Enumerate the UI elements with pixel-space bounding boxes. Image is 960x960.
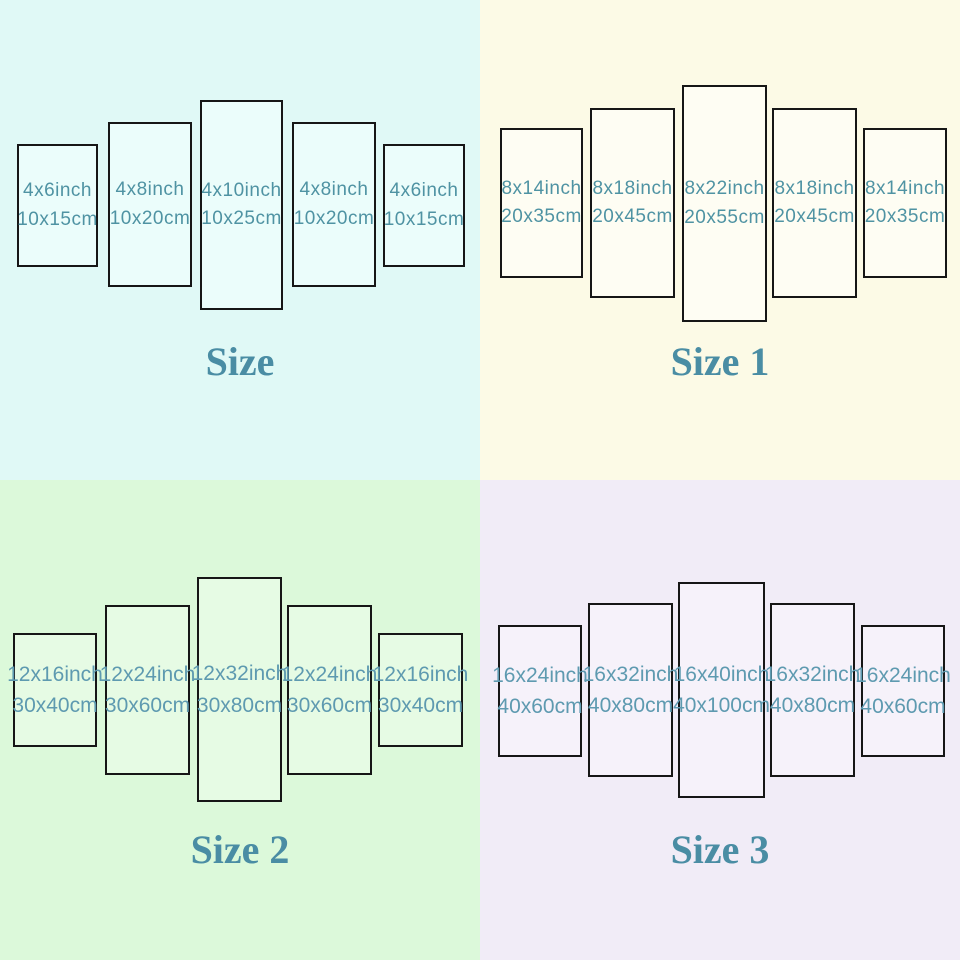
panel-size-label: 8x14inch 20x35cm [865, 175, 946, 232]
panel-size-label: 16x32inch 40x80cm [583, 659, 679, 722]
panel-size-label: 16x24inch 40x60cm [855, 660, 951, 723]
panel-size-label: 4x6inch 10x15cm [17, 177, 98, 234]
panel-size-inch: 16x24inch [492, 663, 588, 687]
panel-size-cm: 40x60cm [860, 695, 946, 718]
panel-size-label: 16x32inch 40x80cm [765, 659, 861, 722]
panel-size-label: 8x18inch 20x45cm [774, 175, 855, 232]
panel-size-inch: 4x6inch [23, 180, 92, 201]
panel-size-cm: 30x40cm [12, 694, 98, 717]
panel-size-inch: 8x18inch [592, 177, 673, 199]
panel-size-label: 16x24inch 40x60cm [492, 660, 588, 723]
panel-size-cm: 10x20cm [109, 207, 191, 229]
panel-size-label: 12x16inch 30x40cm [7, 659, 103, 722]
size-panel: 4x8inch 10x20cm [292, 122, 376, 287]
panel-size-cm: 40x80cm [769, 694, 856, 717]
size-panel: 12x16inch 30x40cm [373, 633, 468, 747]
size-panel: 8x22inch 20x55cm [682, 85, 767, 322]
quadrant-title: Size [205, 339, 275, 384]
panel-size-label: 8x22inch 20x55cm [684, 175, 765, 232]
panel-size-inch: 8x14inch [501, 177, 582, 199]
quadrant-title: Size 1 [670, 339, 770, 384]
panel-size-cm: 20x45cm [774, 206, 855, 227]
panel-size-label: 12x24inch 30x60cm [282, 659, 378, 722]
panel-size-inch: 12x16inch [372, 662, 469, 686]
size-panel: 8x18inch 20x45cm [590, 108, 675, 298]
size-panel: 16x24inch 40x60cm [855, 625, 951, 757]
size-panel: 4x6inch 10x15cm [17, 144, 98, 267]
panel-size-inch: 12x24inch [99, 662, 196, 686]
size-panel: 12x16inch 30x40cm [7, 633, 103, 747]
quadrant-title: Size 2 [190, 827, 290, 872]
panel-size-inch: 8x14inch [864, 177, 946, 199]
panel-size-cm: 10x15cm [383, 208, 465, 230]
size-panel: 16x32inch 40x80cm [765, 603, 860, 777]
panel-size-cm: 30x60cm [104, 694, 191, 717]
panel-size-cm: 40x80cm [587, 694, 674, 717]
panel-size-label: 12x32inch 30x80cm [192, 658, 288, 721]
panel-size-inch: 16x32inch [764, 662, 861, 686]
panel-size-label: 4x8inch 10x20cm [294, 176, 375, 233]
quadrant-title: Size 3 [670, 827, 770, 872]
panel-size-inch: 16x32inch [582, 662, 679, 686]
panel-size-cm: 10x20cm [293, 207, 375, 229]
panel-size-label: 12x24inch 30x60cm [100, 659, 196, 722]
panel-size-inch: 4x10inch [201, 179, 282, 201]
size-panel: 16x32inch 40x80cm [583, 603, 678, 777]
panel-size-cm: 40x100cm [673, 694, 770, 717]
panel-size-inch: 12x16inch [7, 662, 103, 686]
panel-size-inch: 16x24inch [855, 663, 951, 687]
size-panel: 16x40inch 40x100cm [673, 582, 770, 798]
panel-size-label: 4x6inch 10x15cm [384, 177, 465, 234]
quadrant-size-3: 16x24inch 40x60cm 16x32inch 40x80cm 16x4… [480, 480, 960, 960]
panel-size-label: 8x14inch 20x35cm [501, 175, 582, 232]
size-panel: 8x18inch 20x45cm [772, 108, 857, 298]
quadrant-size-2: 12x16inch 30x40cm 12x24inch 30x60cm 12x3… [0, 480, 480, 960]
quadrant-size: 4x6inch 10x15cm 4x8inch 10x20cm 4x10inch… [0, 0, 480, 480]
panel-size-cm: 20x35cm [864, 206, 946, 227]
panel-size-label: 8x18inch 20x45cm [592, 175, 673, 232]
panel-size-inch: 12x32inch [191, 662, 288, 685]
panel-size-cm: 30x80cm [196, 693, 283, 717]
size-panel: 12x24inch 30x60cm [100, 605, 195, 775]
size-panel: 12x24inch 30x60cm [282, 605, 377, 775]
panel-size-cm: 10x25cm [201, 208, 282, 229]
panel-size-cm: 40x60cm [497, 695, 583, 718]
size-panel: 8x14inch 20x35cm [500, 128, 583, 278]
size-panel: 8x14inch 20x35cm [863, 128, 947, 278]
quadrant-size-1: 8x14inch 20x35cm 8x18inch 20x45cm 8x22in… [480, 0, 960, 480]
panel-size-label: 12x16inch 30x40cm [373, 659, 469, 722]
panel-size-cm: 10x15cm [17, 208, 98, 230]
panel-size-label: 16x40inch 40x100cm [673, 659, 770, 722]
panel-size-inch: 8x18inch [774, 177, 855, 199]
size-panel: 4x10inch 10x25cm [200, 100, 283, 310]
panel-size-inch: 12x24inch [281, 662, 378, 686]
size-panel: 12x32inch 30x80cm [192, 577, 287, 802]
panel-size-cm: 20x35cm [501, 206, 582, 227]
panel-size-inch: 4x8inch [299, 179, 369, 200]
panel-size-cm: 20x55cm [684, 206, 765, 228]
size-panel: 16x24inch 40x60cm [492, 625, 588, 757]
size-panel: 4x8inch 10x20cm [108, 122, 192, 287]
panel-size-cm: 30x40cm [377, 694, 464, 717]
panel-size-label: 4x10inch 10x25cm [201, 177, 282, 234]
panel-size-cm: 30x60cm [286, 694, 373, 717]
panel-size-label: 4x8inch 10x20cm [110, 176, 191, 233]
panel-size-cm: 20x45cm [592, 206, 673, 227]
size-panel: 4x6inch 10x15cm [383, 144, 465, 267]
panel-size-inch: 16x40inch [673, 662, 770, 686]
panel-size-inch: 8x22inch [684, 178, 765, 199]
panel-size-inch: 4x6inch [389, 180, 459, 201]
panel-size-inch: 4x8inch [115, 179, 185, 200]
